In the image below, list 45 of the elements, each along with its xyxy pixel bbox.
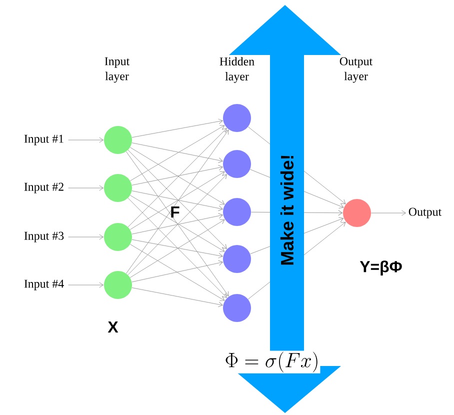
arrow-label: Make it wide! [280, 156, 294, 265]
neuron-circle [104, 223, 132, 251]
arrow [132, 239, 223, 258]
arrow [130, 244, 225, 301]
arrow [132, 165, 223, 186]
arrow [132, 118, 223, 138]
output-label: Output [408, 208, 442, 218]
arrow [128, 128, 227, 228]
arrow [130, 147, 225, 205]
neuron-circle [343, 199, 371, 227]
arrow [126, 130, 229, 274]
formula: $\Phi = \sigma(Fx)$ [224, 350, 320, 374]
neuron-circle [104, 126, 132, 154]
input-label: Input #3 [24, 232, 64, 242]
symbol-label: X [108, 322, 118, 332]
arrow [126, 151, 229, 296]
neuron-circle [104, 271, 132, 299]
arrow [130, 219, 225, 278]
arrow [130, 125, 225, 182]
arrow [132, 287, 223, 308]
arrow [130, 195, 225, 252]
arrow [132, 190, 223, 212]
neuron-circle [223, 294, 251, 322]
arrow [130, 171, 225, 230]
input-label: Input #2 [24, 182, 64, 194]
neuron-circle [223, 104, 251, 132]
arrow [128, 174, 227, 276]
arrow [68, 282, 104, 288]
neuron-circle [104, 174, 132, 202]
arrow [132, 260, 223, 282]
arrow [128, 150, 227, 249]
arrow [128, 198, 227, 298]
neuron-circle [223, 245, 251, 273]
arrow [132, 142, 223, 164]
layer-heading: Output layer [340, 57, 373, 83]
input-label: Input #4 [24, 280, 64, 290]
arrow [132, 213, 223, 234]
arrow [370, 210, 406, 216]
arrow [68, 185, 104, 191]
arrow [68, 234, 104, 240]
neuron-circle [223, 198, 251, 226]
neuron-circle [223, 150, 251, 178]
symbol-label: F [171, 206, 180, 218]
input-label: Input #1 [24, 134, 64, 146]
arrow [68, 137, 104, 143]
